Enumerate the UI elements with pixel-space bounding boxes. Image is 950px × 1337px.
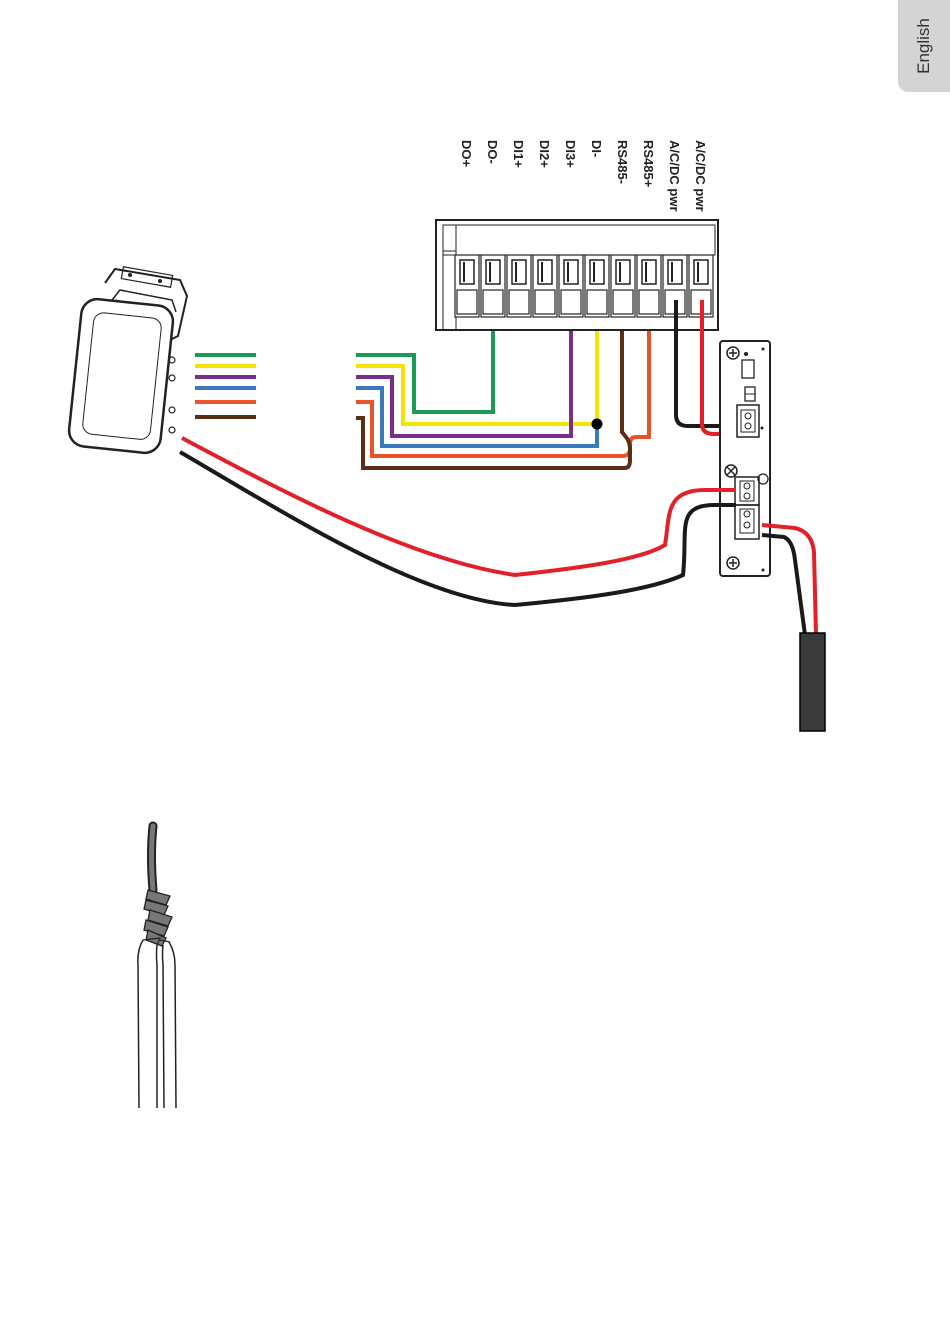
sensor-device-icon: [68, 267, 187, 455]
terminal-slot: [637, 255, 661, 317]
terminal-slot: [611, 255, 635, 317]
terminal-label: A/C/DC pwr: [667, 140, 682, 212]
sensor-power-cable: [180, 438, 736, 605]
terminal-label: DI1+: [511, 140, 526, 168]
sensor-red-wire: [182, 438, 736, 575]
terminal-label: RS485+: [641, 140, 656, 188]
sensor-wire-stubs: [195, 355, 256, 417]
terminal-label: DI2+: [537, 140, 552, 168]
terminal-label: DO-: [485, 140, 500, 164]
terminal-slot: [585, 255, 609, 317]
terminal-slot: [533, 255, 557, 317]
terminal-label: DI3+: [563, 140, 578, 168]
terminal-label: A/C/DC pwr: [693, 140, 708, 212]
power-cable-icon: [762, 525, 825, 731]
terminal-label: DI-: [589, 140, 604, 157]
terminal-label: DO+: [459, 140, 474, 168]
twisted-wire-icon: [138, 826, 176, 1108]
terminal-slot: [559, 255, 583, 317]
terminal-labels: DO+ DO- DI1+ DI2+ DI3+ DI- RS485- RS485+ A/C/DC …: [459, 140, 708, 212]
sensor-black-wire: [180, 452, 736, 605]
terminal-slot: [507, 255, 531, 317]
power-board-icon: [720, 341, 770, 576]
terminal-slot: [455, 255, 479, 317]
terminal-label: RS485-: [615, 140, 630, 184]
terminal-slot: [481, 255, 505, 317]
junction-dot: [592, 419, 603, 430]
